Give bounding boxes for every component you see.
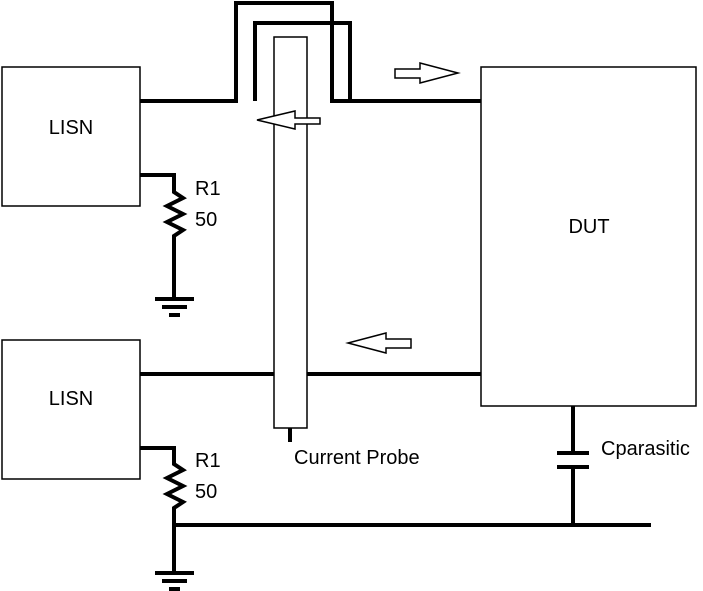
- resistor-bottom-value: 50: [195, 481, 217, 503]
- lisn-top-box: [1, 66, 141, 207]
- dut-label: DUT: [568, 216, 609, 238]
- capacitor-label: Cparasitic: [601, 438, 690, 460]
- arrow-left-bottom-icon: [345, 332, 412, 354]
- resistor-bottom-name: R1: [195, 450, 221, 472]
- top-conductor-wire: [140, 1, 481, 103]
- ground-symbol-bottom: [155, 571, 194, 591]
- lisn-bottom-box: [1, 339, 141, 480]
- arrow-right-icon: [394, 62, 461, 84]
- current-probe-label: Current Probe: [294, 447, 420, 469]
- lisn-bottom-label: LISN: [49, 388, 93, 410]
- lisn-top-label: LISN: [49, 117, 93, 139]
- arrow-left-icon: [256, 110, 321, 130]
- resistor-top-value: 50: [195, 209, 217, 231]
- parasitic-capacitor: [557, 406, 589, 525]
- resistor-top-name: R1: [195, 178, 221, 200]
- resistor-top: [140, 173, 188, 299]
- current-probe-body: [273, 36, 308, 429]
- ground-symbol-top: [155, 297, 194, 317]
- dut-box: [480, 66, 697, 407]
- resistor-bottom: [140, 446, 188, 573]
